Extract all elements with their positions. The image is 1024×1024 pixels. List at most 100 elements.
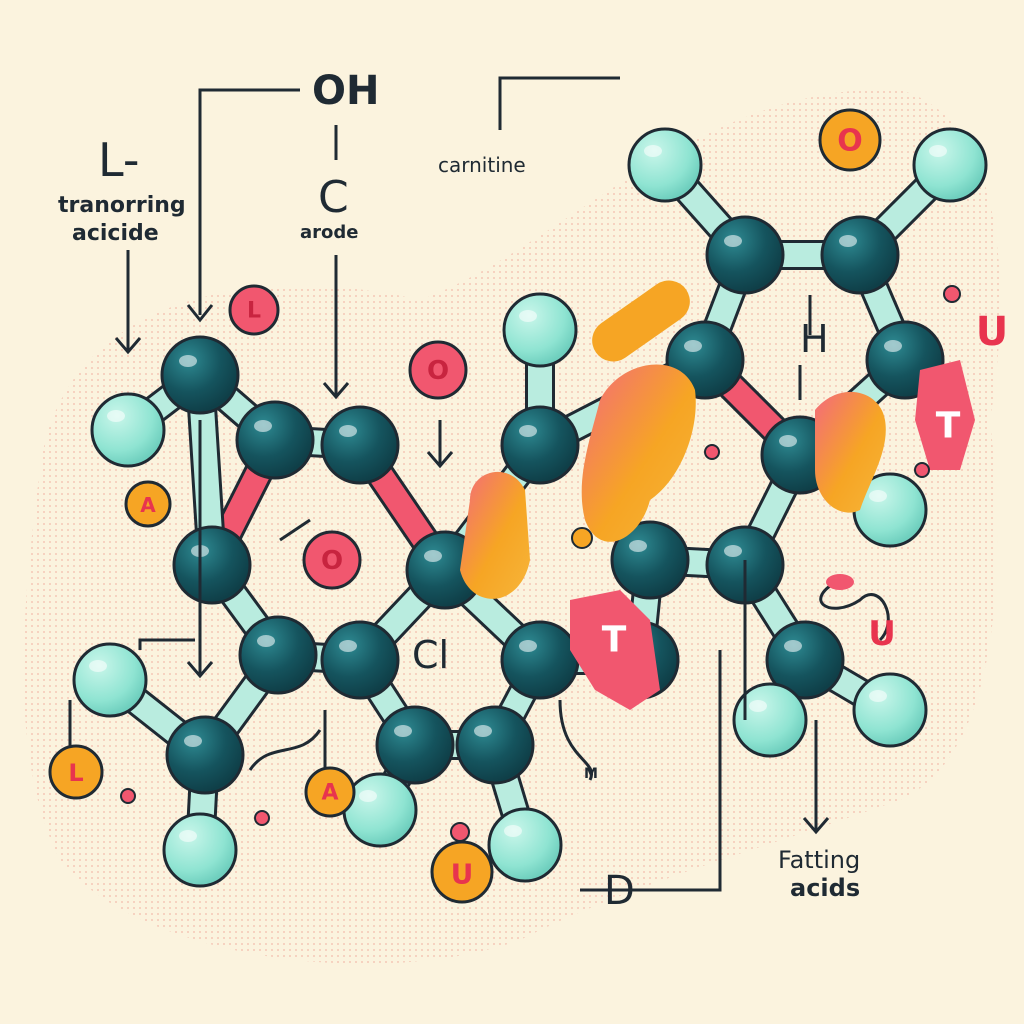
atom-highlight [519,640,537,652]
label-acids: acids [790,874,860,902]
blob-center-left [460,471,530,599]
badge-o-mid: O [408,340,468,400]
arrow-o-mid [426,451,454,469]
atom-highlight [339,640,357,652]
atom-highlight [644,145,662,157]
atom-highlight [869,690,887,702]
atom-highlight [884,340,902,352]
atom-highlight [779,435,797,447]
atom-dark [610,520,690,600]
atom-dark [455,705,535,785]
arrow-c [322,382,350,400]
blob-center [581,364,696,542]
atom-dark [235,400,315,480]
badge-u-bottom: U [430,840,494,904]
squiggle-bottom [248,729,322,771]
badge-o-top: O [818,108,882,172]
atom-highlight [394,725,412,737]
guide-d [580,650,722,892]
arrow-left [186,661,214,679]
atom-highlight [179,355,197,367]
guide-o-center [279,518,311,542]
svg-text:O: O [427,356,449,386]
atom-light [72,642,148,718]
atom-dark [375,705,455,785]
atom-highlight [504,825,522,837]
label-acicide: acicide [72,221,159,246]
guide-carnitine [498,76,620,130]
label-c: C [318,172,349,223]
atom-highlight [424,550,442,562]
atom-dark [320,620,400,700]
atom-highlight [257,635,275,647]
label-cl: Cl [412,633,449,677]
atom-highlight [519,425,537,437]
guide-left-branch [138,638,195,650]
label-carnitine: carnitine [438,153,526,177]
guide-lines [68,76,890,892]
atom-dark [500,405,580,485]
label-fatting: Fatting [778,846,860,874]
atom-light [342,772,418,848]
atom-highlight [107,410,125,422]
atom-light [487,807,563,883]
atom-highlight [254,420,272,432]
atom-dark [172,525,252,605]
svg-text:O: O [837,124,863,159]
label-m: M [584,766,598,782]
label-h: H [800,317,829,361]
atom-light [162,812,238,888]
squiggle-right [819,578,890,642]
label-l-dash: L- [98,133,139,187]
letter-t-center: T [602,620,627,661]
atom-highlight [179,830,197,842]
atom-light [502,292,578,368]
atom-highlight [629,540,647,552]
atom-highlight [684,340,702,352]
letter-u-right-low: U [868,614,896,654]
svg-text:U: U [451,858,474,891]
badge-l-bottom: L [48,744,104,800]
atom-dark [765,620,845,700]
atom-highlight [724,235,742,247]
blob-pink-right [915,360,975,470]
arrow-oh [186,304,214,323]
highlight-blobs [460,280,975,710]
atom-highlight [784,640,802,652]
atom-highlight [839,235,857,247]
badge-o-center: O [302,530,362,590]
atom-light [852,672,928,748]
svg-text:A: A [321,781,338,806]
atom-highlight [339,425,357,437]
label-oh: OH [312,68,379,114]
atom-light [90,392,166,468]
guide-m [558,699,594,781]
atom-highlight [519,310,537,322]
atom-light [627,127,703,203]
blob-pink-center [570,590,660,710]
arrow-fatting [802,817,830,835]
guide-oh [198,88,300,315]
atom-highlight [724,545,742,557]
svg-text:O: O [321,546,343,576]
atom-dark [320,405,400,485]
badge-a-bottom: A [304,766,356,818]
badge-l-top: L [228,284,280,336]
arrow-l [114,337,142,355]
atom-dark [500,620,580,700]
atom-highlight [359,790,377,802]
atom-highlight [929,145,947,157]
atom-highlight [869,490,887,502]
atom-highlight [184,735,202,747]
atom-dark [238,615,318,695]
atom-dark [820,215,900,295]
atom-highlight [474,725,492,737]
atom-dark [165,715,245,795]
label-tranorring: tranorring [58,193,186,218]
capsule-orange [592,280,690,362]
letter-t-right: T [936,406,961,447]
svg-text:A: A [140,493,156,517]
atom-dark [160,335,240,415]
